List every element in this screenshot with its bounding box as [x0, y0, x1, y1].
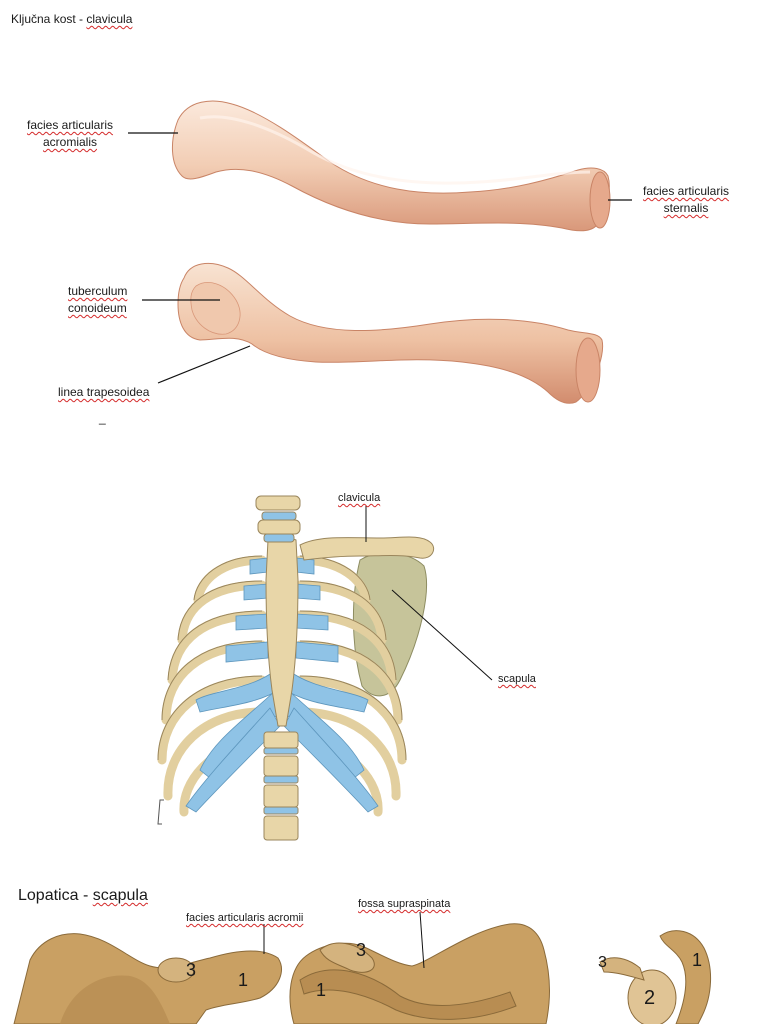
thorax-cartilage [185, 557, 379, 813]
scapula-right-number-3: 3 [598, 954, 607, 971]
scapula-left-number-3: 3 [186, 960, 197, 980]
pointer-trapezoid [157, 345, 251, 384]
page-title-prefix: Ključna kost - [11, 12, 87, 26]
scapula-mid-number-1: 1 [316, 980, 327, 1000]
scapula-heading-term: scapula [92, 887, 148, 904]
clavicle-bottom-shape [177, 262, 604, 404]
scapula-mid-spine [299, 969, 517, 1020]
bracket-mark [157, 799, 164, 825]
scapula-left-shade [60, 975, 170, 1024]
thorax-rib-outlines [157, 555, 407, 761]
scapula-mid-acromion [319, 942, 375, 973]
stray-mark: _ [99, 411, 106, 425]
scapula-right-shape [659, 930, 712, 1024]
label-thorax-scapula: scapula [498, 673, 536, 685]
scapula-heading-prefix: Lopatica - [18, 887, 93, 904]
label-thorax-clavicula: clavicula [338, 492, 381, 504]
page-title: Ključna kost - clavicula [11, 11, 132, 28]
scapula-heading: Lopatica - scapula [18, 887, 148, 904]
scapula-right-number-2: 2 [644, 987, 656, 1009]
label-trapezoid: linea trapesoidea [58, 385, 150, 399]
clavicle-bottom-conoid-area [190, 282, 241, 335]
label-acromial: facies articularis acromialis [26, 118, 114, 149]
label-conoid: tuberculum conoideum [68, 284, 128, 315]
scapula-mid-number-3: 3 [356, 940, 367, 960]
label-sternal: facies articularis sternalis [642, 184, 730, 215]
thorax-clavicle [299, 536, 435, 561]
scapula-left-number-1: 1 [238, 970, 249, 990]
scapula-left-knob [157, 957, 195, 983]
label-acromii: facies articularis acromii [186, 912, 304, 924]
label-supraspinata: fossa supraspinata [358, 898, 451, 910]
thorax-cervical-spine [255, 495, 301, 543]
page-title-term: clavicula [86, 12, 133, 26]
scapula-right-number-1: 1 [692, 950, 703, 970]
thorax-lower-spine [263, 731, 299, 841]
scapula-right-coracoid [599, 957, 645, 981]
pointer-thorax-scapula [391, 589, 493, 681]
pointer-supraspinata [419, 911, 425, 969]
clavicle-bottom-sternal-end [575, 337, 601, 403]
scapula-right-glenoid [627, 969, 677, 1024]
clavicle-top-highlight [199, 115, 591, 185]
